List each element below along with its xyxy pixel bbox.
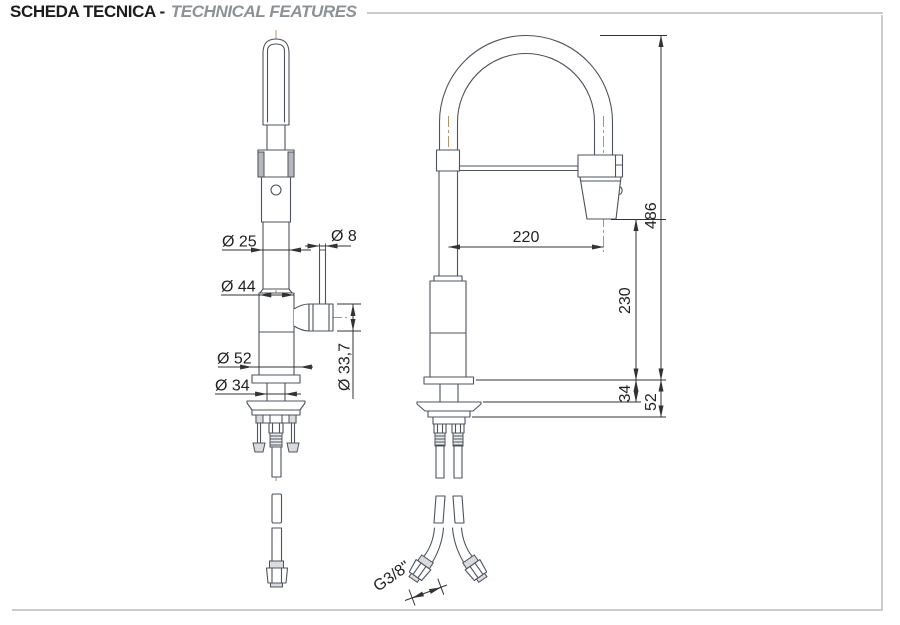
dim-g38: G3/8" <box>371 558 414 595</box>
stud-nut <box>286 442 300 453</box>
dim-230: 230 <box>617 287 634 314</box>
tailpiece-front <box>439 383 459 403</box>
page-frame <box>12 15 883 611</box>
supply-tube <box>271 446 282 478</box>
spray-head-front <box>579 176 622 220</box>
supply-hose <box>271 527 283 562</box>
base-flange-side <box>251 374 301 384</box>
dim-diameter-33-7: Ø 33,7 <box>337 343 354 391</box>
dim-diameter-8: Ø 8 <box>331 228 357 245</box>
spout-arch-inner <box>456 52 596 123</box>
dim-220: 220 <box>513 229 540 246</box>
stud-nut <box>252 442 266 453</box>
valve-hole <box>270 184 282 196</box>
lever-rod <box>318 249 327 305</box>
hose-end-fitting <box>462 554 488 584</box>
hose-segment <box>433 495 446 524</box>
side-view-drawing: Ø 25 Ø 8 Ø 44 Ø 52 Ø 34 Ø 33,7 <box>215 30 361 588</box>
dim-diameter-52: Ø 52 <box>217 351 252 368</box>
dim-486: 486 <box>643 202 660 229</box>
spray-neck <box>266 124 286 151</box>
supply-tube <box>435 445 445 479</box>
dim-diameter-34: Ø 34 <box>215 378 250 395</box>
hose-nut <box>265 567 289 584</box>
mounting-stud <box>290 422 296 444</box>
column-tube <box>438 170 459 277</box>
outlet-neck <box>293 303 310 332</box>
deck-plate-front <box>416 401 482 412</box>
valve-section <box>260 176 292 223</box>
supply-hose <box>451 527 474 563</box>
front-view-drawing: 220 486 230 34 52 G3/8" <box>371 34 667 606</box>
base-flange-front <box>423 376 475 385</box>
mounting-bracket-front <box>432 416 466 425</box>
page-subtitle: TECHNICAL FEATURES <box>170 2 357 21</box>
dim-52: 52 <box>643 393 660 411</box>
deck-plate-side <box>246 400 306 411</box>
header: SCHEDA TECNICA - TECHNICAL FEATURES <box>10 2 883 22</box>
tailpiece-side <box>266 382 286 402</box>
side-view-dimensions: Ø 25 Ø 8 Ø 44 Ø 52 Ø 34 Ø 33,7 <box>215 228 361 399</box>
faucet-body-front <box>429 280 467 378</box>
hose-segment <box>271 493 283 524</box>
hose-segment <box>452 495 465 524</box>
support-bar <box>458 165 579 172</box>
spray-head-side <box>262 38 290 126</box>
page-title: SCHEDA TECNICA - <box>10 2 165 21</box>
mounting-stud <box>256 422 262 444</box>
dim-diameter-44: Ø 44 <box>221 279 256 296</box>
supply-hose <box>422 527 445 563</box>
spout-arch-outer <box>438 34 614 123</box>
arch-holder-front <box>435 149 461 172</box>
hose-end-fitting <box>408 554 434 584</box>
front-view-dimensions: 220 486 230 34 52 G3/8" <box>371 35 667 606</box>
riser-tube <box>262 221 290 290</box>
header-rule <box>366 12 883 14</box>
dim-diameter-25: Ø 25 <box>222 234 257 251</box>
faucet-body-side <box>258 292 295 376</box>
dim-34: 34 <box>617 385 634 403</box>
supply-tube <box>453 445 463 479</box>
